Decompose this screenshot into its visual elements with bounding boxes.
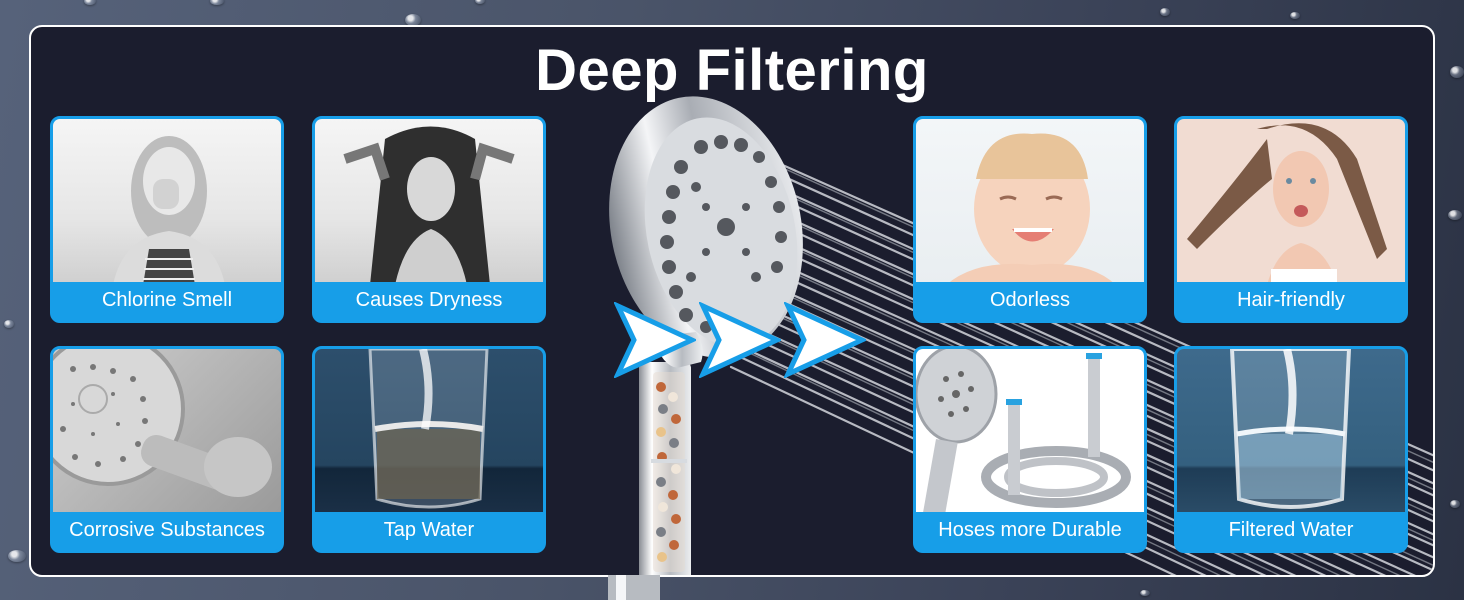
card-label: Causes Dryness [315, 282, 543, 320]
card-label: Tap Water [315, 512, 543, 550]
problem-card-corrosive-substances: Corrosive Substances [50, 346, 284, 553]
arrow-right-icon [784, 302, 866, 378]
clear-water-glass-photo [1177, 349, 1405, 515]
card-label: Hair-friendly [1177, 282, 1405, 320]
benefit-card-hoses-more-durable: Hoses more Durable [913, 346, 1147, 553]
card-label: Odorless [916, 282, 1144, 320]
card-label: Corrosive Substances [53, 512, 281, 550]
corroded-showerhead-photo [53, 349, 281, 515]
woman-pulling-dry-hair-photo [315, 119, 543, 285]
card-label: Filtered Water [1177, 512, 1405, 550]
card-label: Hoses more Durable [916, 512, 1144, 550]
showerhead-and-hose-photo [916, 349, 1144, 515]
filter-showerhead-product [609, 96, 803, 575]
arrow-right-icon [699, 302, 781, 378]
murky-water-glass-photo [315, 349, 543, 515]
benefit-card-odorless: Odorless [913, 116, 1147, 323]
page-title: Deep Filtering [535, 38, 929, 103]
card-label: Chlorine Smell [53, 282, 281, 320]
benefit-card-filtered-water: Filtered Water [1174, 346, 1408, 553]
problem-card-causes-dryness: Causes Dryness [312, 116, 546, 323]
woman-smooth-hair-photo [1177, 119, 1405, 285]
laughing-baby-photo [916, 119, 1144, 285]
problem-card-chlorine-smell: Chlorine Smell [50, 116, 284, 323]
content-panel: Deep Filtering Chlorine Smell C [29, 25, 1435, 577]
benefit-card-hair-friendly: Hair-friendly [1174, 116, 1408, 323]
showerhead-handle-extension [608, 575, 660, 600]
woman-holding-nose-photo [53, 119, 281, 285]
problem-card-tap-water: Tap Water [312, 346, 546, 553]
arrow-right-icon [614, 302, 696, 378]
